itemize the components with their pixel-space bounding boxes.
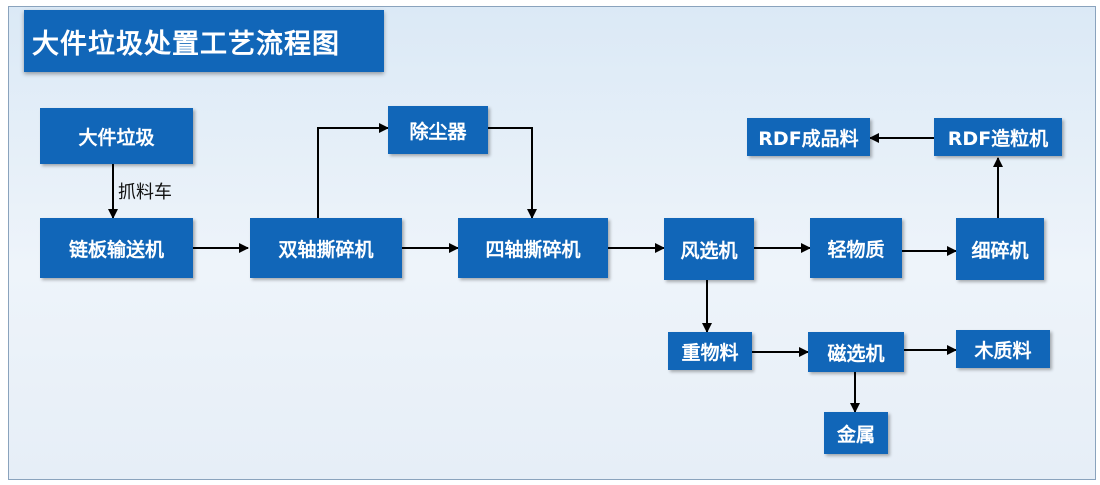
arrow-dust-to-quad (488, 127, 537, 219)
page-title: 大件垃圾处置工艺流程图 (32, 28, 340, 60)
node-heavy-material: 重物料 (668, 332, 752, 370)
node-rdf-pelletizer: RDF造粒机 (934, 118, 1062, 156)
node-bulky-waste: 大件垃圾 (40, 108, 193, 164)
node-quad-shaft-shredder: 四轴撕碎机 (458, 218, 608, 278)
node-chain-conveyor: 链板输送机 (40, 218, 193, 278)
node-rdf-product: RDF成品料 (747, 118, 870, 156)
title-banner: 大件垃圾处置工艺流程图 (24, 10, 384, 72)
arrow-dual-to-dust (317, 123, 389, 218)
node-air-classifier: 风选机 (664, 218, 754, 280)
node-light-material: 轻物质 (810, 218, 902, 278)
node-magnetic-separator: 磁选机 (808, 332, 904, 372)
node-dust-collector: 除尘器 (388, 106, 488, 154)
node-dual-shaft-shredder: 双轴撕碎机 (250, 218, 402, 278)
edge-label-grab-truck: 抓料车 (118, 182, 172, 203)
node-metal: 金属 (824, 412, 888, 454)
node-fine-crusher: 细碎机 (956, 218, 1044, 280)
node-wood-material: 木质料 (956, 330, 1050, 368)
